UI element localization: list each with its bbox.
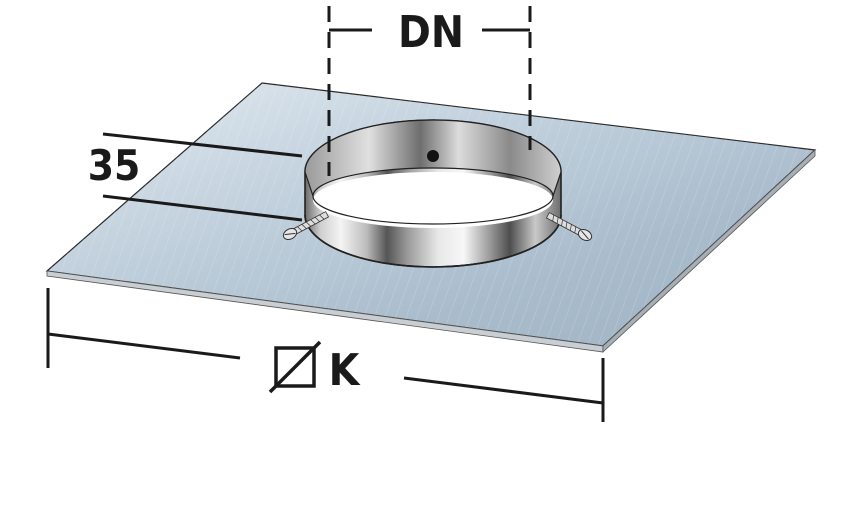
rivet-dot (427, 150, 439, 162)
dn-dimension (327, 6, 532, 176)
height-label: 35 (88, 141, 141, 190)
collar-ring (304, 119, 562, 268)
dn-label: DN (398, 7, 464, 58)
k-label: K (329, 345, 361, 396)
height-dimension (102, 132, 303, 222)
square-dimension-icon (268, 340, 322, 394)
screw-icon (282, 211, 593, 242)
k-dimension (46, 288, 605, 422)
